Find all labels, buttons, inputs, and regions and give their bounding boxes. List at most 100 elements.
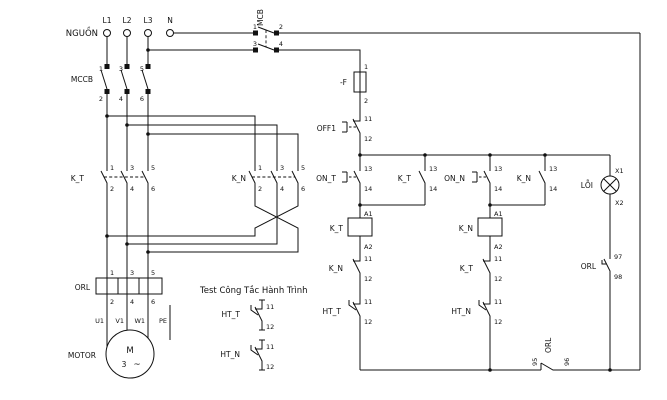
kn-interlock-nc-contact [352,251,361,283]
fuse-pin-1: 1 [364,63,368,71]
on-t-pin-13: 13 [364,165,372,173]
kt-interlock-nc-contact [482,251,491,283]
test-ht-t-pin-11: 11 [266,303,274,311]
ht-t-pin-12: 12 [364,318,372,326]
motor-symbol [105,329,155,379]
kn-aux-pin-14: 14 [549,185,557,193]
test-ht-n-label: HT_N [220,350,240,359]
mccb-pin-6: 6 [140,95,144,103]
ht-t-limit-switch [348,294,361,326]
orl-pin-6: 6 [151,298,155,306]
motor-terminal-pe: PE [159,317,167,325]
orl-pin-4: 4 [130,298,134,306]
test-ht-n-switch [250,339,263,371]
mccb-pin-1: 1 [99,65,103,73]
mccb-pin-4: 4 [119,95,123,103]
kt-aux-pin-14: 14 [429,185,437,193]
kn-interlock-pin-12: 12 [364,275,372,283]
kt-aux-no-contact [418,161,426,193]
terminal-l2 [123,29,131,37]
kt-interlock-label: K_T [460,264,474,273]
mccb-pin-3: 3 [119,65,123,73]
test-ht-t-pin-12: 12 [266,323,274,331]
ht-n-label: HT_N [451,307,471,316]
ht-n-limit-switch [478,294,491,326]
mccb-label: MCCB [71,75,93,84]
orl-pin-96: 96 [563,358,571,366]
kn-coil [477,217,503,237]
on-n-pin-14: 14 [494,185,502,193]
lamp-pin-x2: X2 [615,199,624,207]
source-terminals [103,29,174,37]
mechanical-links [104,30,295,178]
orl-pin-98: 98 [614,273,622,281]
fuse-pin-2: 2 [364,97,368,105]
source-label: NGUỒN [66,26,98,39]
motor-phase-label: 3 [122,360,127,369]
phase-l2-label: L2 [123,16,132,25]
junction-dots [105,48,612,372]
kn-coil-pin-a2: A2 [494,243,503,251]
kn-pin-3: 3 [280,164,284,172]
off1-button [341,111,361,143]
fault-lamp [600,175,620,195]
ht-n-pin-11: 11 [494,298,502,306]
motor-m-label: M [126,346,133,356]
labels: NGUỒN L1 L2 L3 N MCB 1 2 3 4 MCCB 1 3 5 … [66,9,624,371]
on-n-pin-13: 13 [494,165,502,173]
kn-power-label: K_N [232,174,246,183]
test-section-title: Test Công Tắc Hành Trình [199,285,308,296]
motor-terminal-w1: W1 [134,317,145,325]
orl-pin-95: 95 [531,358,539,366]
kt-pin-5: 5 [151,164,155,172]
kn-pin-6: 6 [301,185,305,193]
kn-pin-1: 1 [258,164,262,172]
kn-coil-pin-a1: A1 [494,210,503,218]
off1-label: OFF1 [317,124,337,133]
kt-pin-6: 6 [151,185,155,193]
orl-no-contact-97-98 [601,249,611,281]
kn-coil-label: K_N [459,224,473,233]
kn-pin-5: 5 [301,164,305,172]
kt-coil [347,217,373,237]
on-n-label: ON_N [444,174,465,183]
orl-pin-3: 3 [130,269,134,277]
orl-pin-1: 1 [110,269,114,277]
phase-l1-label: L1 [103,16,112,25]
test-ht-n-pin-11: 11 [266,343,274,351]
fuse-label: -F [340,78,347,87]
kt-aux-label: K_T [398,174,412,183]
ht-n-pin-12: 12 [494,318,502,326]
motor-label: MOTOR [68,351,96,360]
kt-coil-pin-a2: A2 [364,243,373,251]
neutral-label: N [167,16,173,25]
test-ht-n-pin-12: 12 [266,363,274,371]
power-wires [106,32,641,370]
mccb-pin-2: 2 [99,95,103,103]
terminal-n [166,29,174,37]
orl-nc-label: ORL [544,337,553,353]
on-n-button [471,161,491,193]
mcb-pin-2: 2 [279,23,283,31]
mcb-pin-1: 1 [253,23,257,31]
kt-pin-4: 4 [130,185,134,193]
kn-aux-no-contact [538,161,546,193]
mcb-pin-4: 4 [279,40,283,48]
on-t-label: ON_T [316,174,336,183]
kt-pin-2: 2 [110,185,114,193]
kt-power-label: K_T [71,174,85,183]
lamp-pin-x1: X1 [615,167,624,175]
kt-aux-pin-13: 13 [429,165,437,173]
kn-pin-2: 2 [258,185,262,193]
kn-interlock-label: K_N [329,264,343,273]
kn-interlock-pin-11: 11 [364,255,372,263]
kt-pin-1: 1 [110,164,114,172]
orl-power-label: ORL [75,283,91,292]
phase-l3-label: L3 [144,16,153,25]
kt-interlock-pin-11: 11 [494,255,502,263]
fault-lamp-label: LỖI [581,180,593,190]
motor-terminal-u1: U1 [95,317,104,325]
kn-aux-label: K_N [517,174,531,183]
overload-relay-body [95,277,163,295]
